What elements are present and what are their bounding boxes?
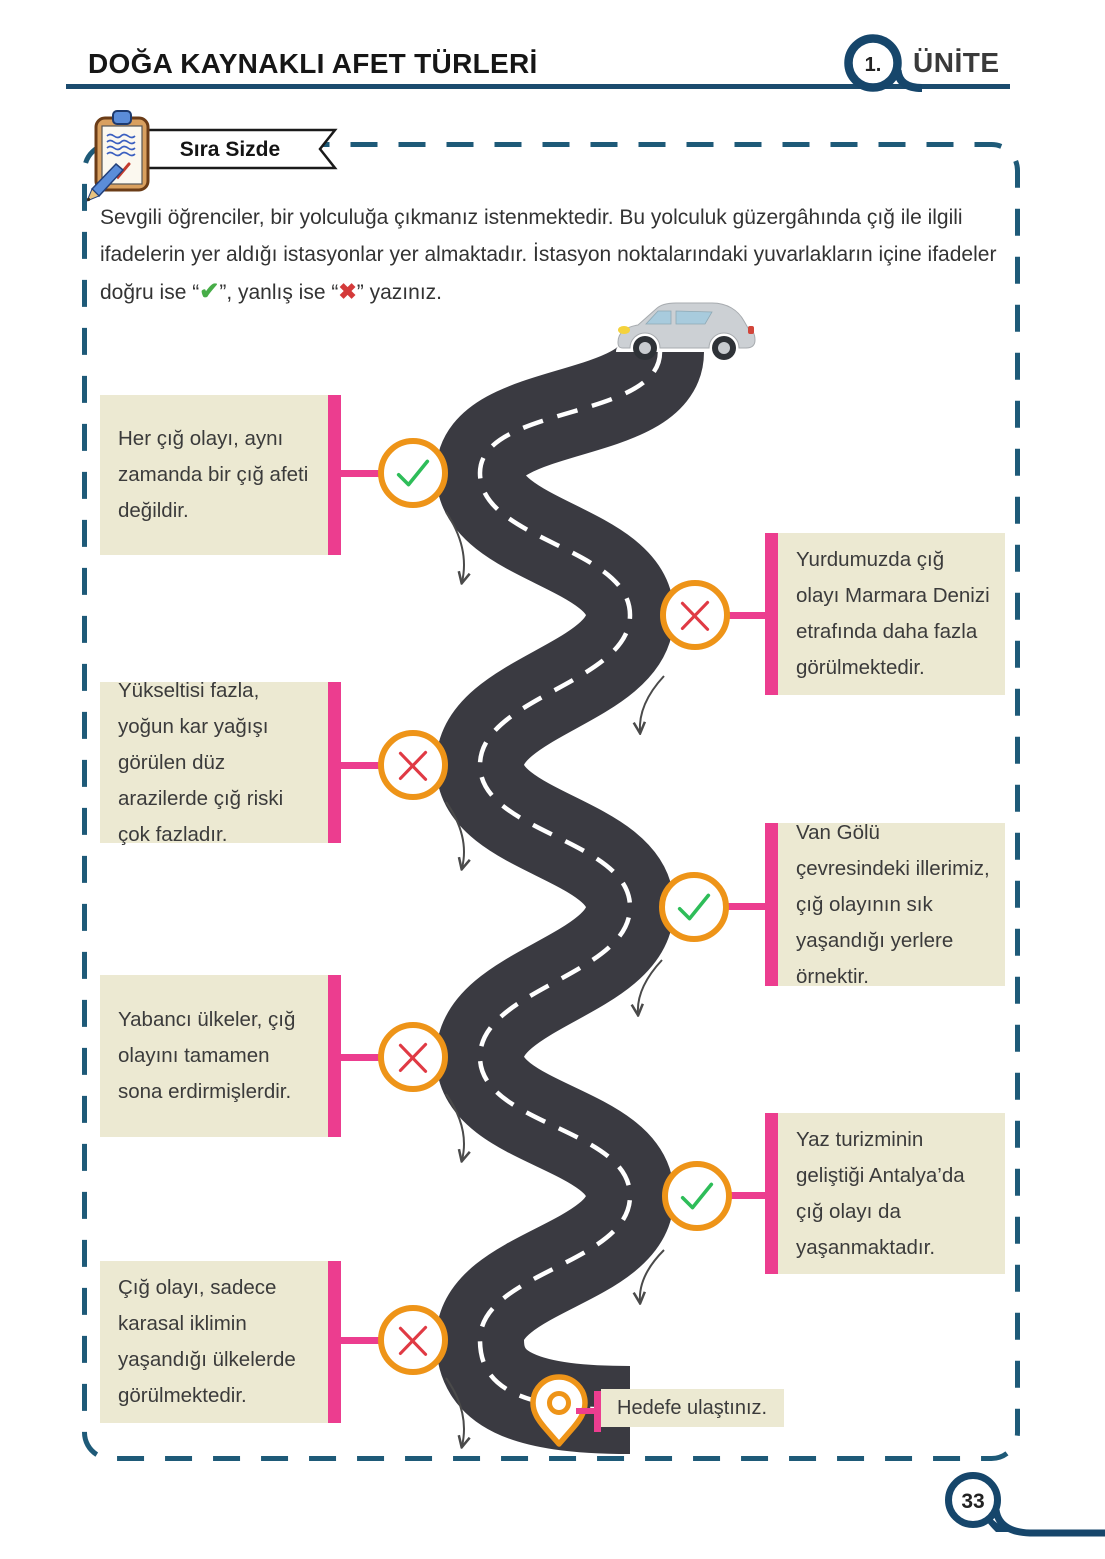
station-mark-circle[interactable] — [662, 1161, 732, 1231]
banner-label: Sıra Sizde — [180, 138, 280, 161]
station-connector — [341, 1054, 381, 1061]
station-box: Van Gölü çevresindeki illerimiz, çığ ola… — [778, 821, 1005, 988]
station-box: Çığ olayı, sadece karasal iklimin yaşand… — [100, 1261, 328, 1423]
station-box: Yabancı ülkeler, çığ olayını tamamen son… — [100, 975, 328, 1137]
unit-label: ÜNİTE — [913, 47, 1000, 78]
station-connector — [341, 470, 381, 477]
page-number: 33 — [961, 1490, 984, 1513]
station-accent-bar — [328, 395, 341, 555]
goal-pin-icon — [530, 1374, 588, 1447]
station-text: Yabancı ülkeler, çığ olayını tamamen son… — [118, 1008, 296, 1103]
station-accent-bar — [765, 823, 778, 986]
unit-number: 1. — [865, 54, 882, 76]
cross-mark-icon — [398, 1042, 428, 1073]
header-rule — [66, 84, 1010, 89]
station-text: Yaz turizminin geliştiği Antalya’da çığ … — [796, 1127, 965, 1259]
cross-mark-icon — [398, 1325, 428, 1356]
station-accent-bar — [765, 1113, 778, 1274]
cross-mark-icon — [398, 750, 428, 781]
road-path — [435, 342, 704, 1454]
cross-icon: ✖ — [338, 279, 357, 304]
station-text: Yurdumuzda çığ olayı Marmara Denizi etra… — [796, 548, 990, 679]
station-text: Her çığ olayı, aynı zamanda bir çığ afet… — [118, 427, 309, 522]
station-accent-bar — [765, 533, 778, 695]
page-number-badge: 33 — [945, 1472, 1105, 1537]
check-icon: ✔ — [199, 278, 220, 305]
station-connector — [341, 762, 381, 769]
station-connector — [726, 903, 765, 910]
station-mark-circle[interactable] — [378, 438, 448, 508]
station-connector — [726, 612, 765, 619]
goal-accent-bar — [594, 1391, 601, 1432]
check-mark-icon — [396, 459, 430, 487]
station-mark-circle[interactable] — [378, 730, 448, 800]
station-box: Her çığ olayı, aynı zamanda bir çığ afet… — [100, 395, 328, 555]
intro-part3: ” yazınız. — [356, 281, 442, 304]
goal-label: Hedefe ulaştınız. — [617, 1396, 768, 1419]
goal-connector — [576, 1408, 597, 1414]
station-text: Van Gölü çevresindeki illerimiz, çığ ola… — [796, 820, 990, 988]
station-mark-circle[interactable] — [378, 1022, 448, 1092]
station-text: Yükseltisi fazla, yoğun kar yağışı görül… — [118, 678, 284, 846]
station-mark-circle[interactable] — [378, 1305, 448, 1375]
station-accent-bar — [328, 1261, 341, 1423]
intro-part2: ”, yanlış ise “ — [219, 281, 339, 304]
station-box: Yaz turizminin geliştiği Antalya’da çığ … — [778, 1113, 1005, 1274]
car-icon — [617, 302, 756, 360]
station-mark-circle[interactable] — [660, 580, 730, 650]
station-connector — [341, 1337, 381, 1344]
intro-text: Sevgili öğrenciler, bir yolculuğa çıkman… — [100, 199, 1008, 311]
cross-mark-icon — [680, 600, 710, 631]
station-box: Yurdumuzda çığ olayı Marmara Denizi etra… — [778, 533, 1005, 695]
station-mark-circle[interactable] — [659, 872, 729, 942]
station-connector — [726, 1192, 765, 1199]
sira-sizde-banner: Sıra Sizde — [134, 128, 338, 170]
check-mark-icon — [677, 893, 711, 921]
unit-number-badge: 1. — [844, 34, 923, 92]
goal-box: Hedefe ulaştınız. — [601, 1389, 784, 1427]
station-accent-bar — [328, 975, 341, 1137]
station-text: Çığ olayı, sadece karasal iklimin yaşand… — [118, 1276, 296, 1407]
clipboard-pencil-icon — [86, 110, 150, 202]
intro-part1: Sevgili öğrenciler, bir yolculuğa çıkman… — [100, 206, 997, 304]
station-accent-bar — [328, 682, 341, 843]
direction-arrows — [445, 511, 665, 1446]
station-box: Yükseltisi fazla, yoğun kar yağışı görül… — [100, 679, 328, 846]
page-title: DOĞA KAYNAKLI AFET TÜRLERİ — [88, 48, 538, 79]
check-mark-icon — [680, 1182, 714, 1210]
